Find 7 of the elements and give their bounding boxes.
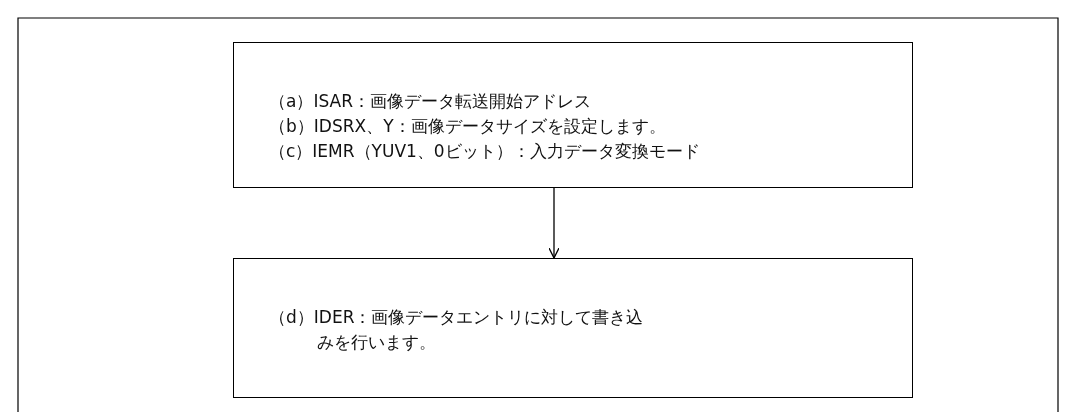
arrow <box>548 187 560 259</box>
step-text: （d）IDER：画像データエントリに対して書き込みを行います。 <box>269 306 645 354</box>
step-text: （a）ISAR：画像データ転送開始アドレス <box>269 90 591 113</box>
process-box <box>233 42 913 188</box>
step-text: （b）IDSRX、Y：画像データサイズを設定します。 <box>269 115 666 138</box>
process-box <box>233 258 913 398</box>
step-text: （c）IEMR（YUV1、0ビット）：入力データ変換モード <box>269 140 700 163</box>
